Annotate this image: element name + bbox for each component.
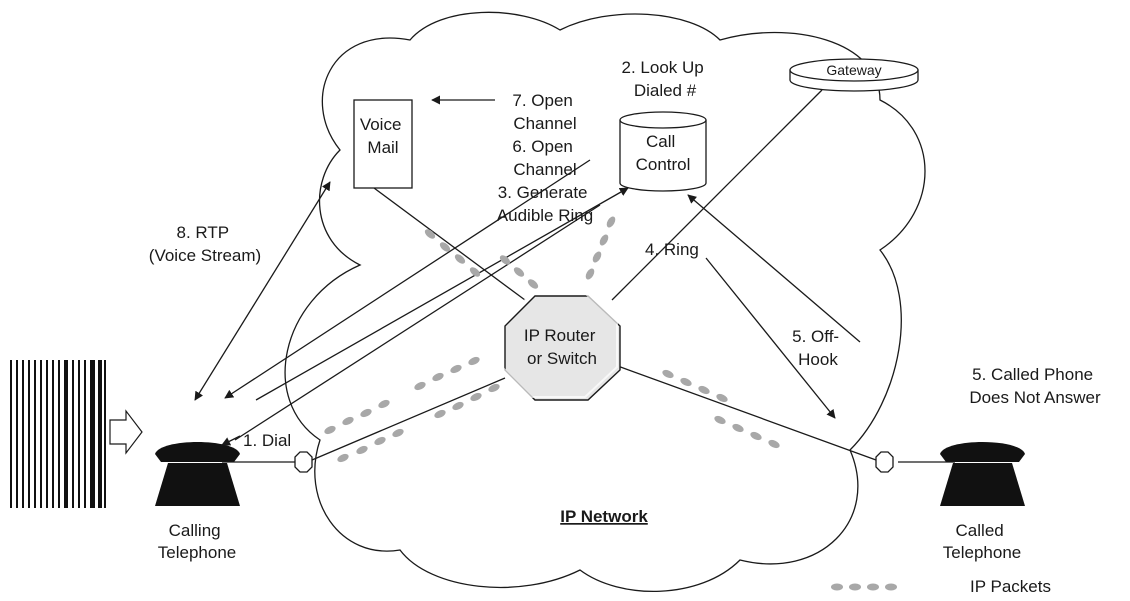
step-1-label: 1. Dial xyxy=(243,431,291,450)
step-4-label: 4. Ring xyxy=(645,240,699,259)
packet-dots-voicemail xyxy=(424,229,539,289)
step-6-label: 6. Open Channel xyxy=(512,137,577,179)
packet-dots-callcontrol xyxy=(585,216,616,280)
arrow-ring xyxy=(705,257,836,419)
arrow-rtp-calling xyxy=(194,181,331,401)
signal-arrow xyxy=(109,409,143,455)
legend-packets-label: IP Packets xyxy=(970,577,1051,596)
port-node-right xyxy=(875,451,894,473)
ip-network-cloud xyxy=(284,11,926,592)
ip-router xyxy=(504,295,621,401)
step-7-label: 7. Open Channel xyxy=(512,91,577,133)
step-5-no-answer-label: 5. Called Phone Does Not Answer xyxy=(969,365,1101,407)
arrow-offhook xyxy=(687,194,861,343)
call-control-database xyxy=(619,111,707,192)
port-node-left xyxy=(294,451,313,473)
gateway-label: Gateway xyxy=(826,62,881,78)
step-5-offhook-label: 5. Off- Hook xyxy=(792,327,844,369)
ip-router-label: IP Router or Switch xyxy=(524,326,600,368)
call-control-label: Call Control xyxy=(636,132,691,174)
packet-dots-left-upper xyxy=(324,356,480,435)
step-8-label: 8. RTP (Voice Stream) xyxy=(149,223,261,265)
called-telephone-icon xyxy=(940,442,1025,506)
calling-telephone-icon xyxy=(155,442,240,506)
voice-mail-box xyxy=(353,99,413,189)
voice-signal-barcode xyxy=(10,360,106,508)
packet-dots-left-lower xyxy=(337,383,500,463)
legend-packets-swatch xyxy=(831,583,897,591)
step-3-label: 3. Generate Audible Ring xyxy=(497,183,593,225)
ip-network-label: IP Network xyxy=(560,507,648,526)
called-telephone-label: Called Telephone xyxy=(943,521,1021,562)
packet-dots-right xyxy=(662,369,780,449)
arrow-dial xyxy=(234,204,601,441)
gateway-device xyxy=(789,58,919,92)
calling-telephone-label: Calling Telephone xyxy=(158,521,236,562)
step-2-label: 2. Look Up Dialed # xyxy=(622,58,709,100)
voice-mail-label: Voice Mail xyxy=(360,115,406,157)
